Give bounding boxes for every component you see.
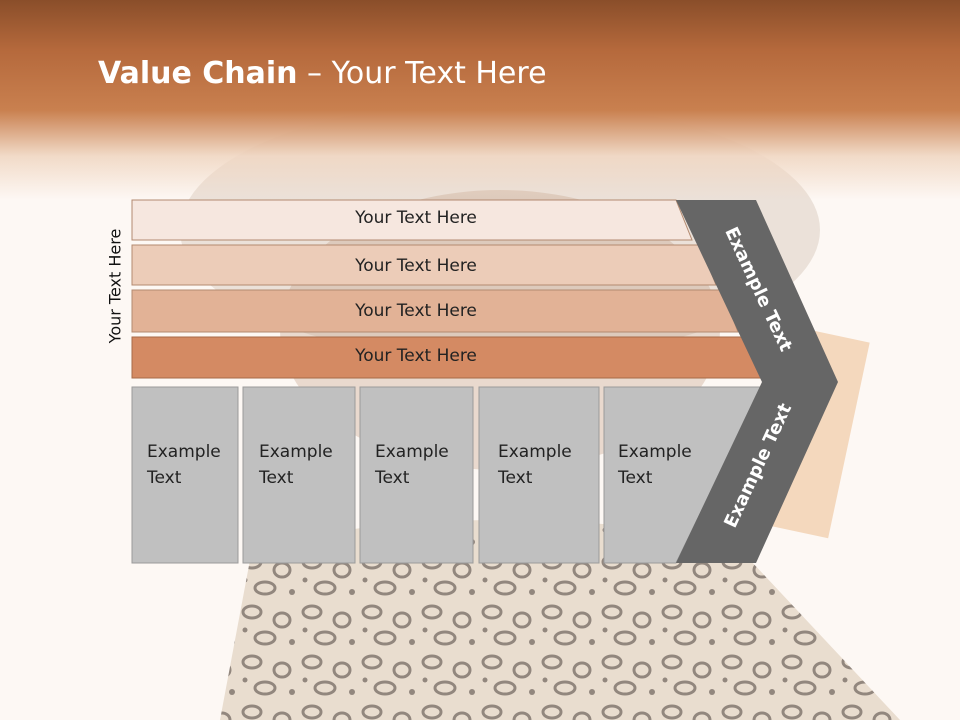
- band-label-4: Your Text Here: [355, 346, 477, 366]
- activity-box-3: [359, 386, 474, 564]
- box-label-4: Example Text: [498, 442, 572, 488]
- header-band: [0, 0, 960, 200]
- activity-box-4: [478, 386, 600, 564]
- box-label-3: Example Text: [375, 442, 449, 488]
- slide-title: Value Chain – Your Text Here: [98, 56, 547, 91]
- title-rest: – Your Text Here: [297, 56, 547, 91]
- activity-box-2: [242, 386, 356, 564]
- title-bold: Value Chain: [98, 56, 298, 91]
- box-label-1: Example Text: [147, 442, 221, 488]
- diagram-reflection: Example Text Example Text Example Text E…: [0, 563, 960, 720]
- margin-chevron: [676, 200, 838, 563]
- box-label-2: Example Text: [259, 442, 333, 488]
- support-band-2: [131, 244, 717, 286]
- band-label-3: Your Text Here: [355, 301, 477, 321]
- support-band-1: [131, 199, 693, 241]
- box-label-5: Example Text: [618, 442, 692, 488]
- support-band-3: [131, 289, 739, 333]
- band-label-1: Your Text Here: [355, 208, 477, 228]
- band-label-2: Your Text Here: [355, 256, 477, 276]
- activity-box-1: [131, 386, 239, 564]
